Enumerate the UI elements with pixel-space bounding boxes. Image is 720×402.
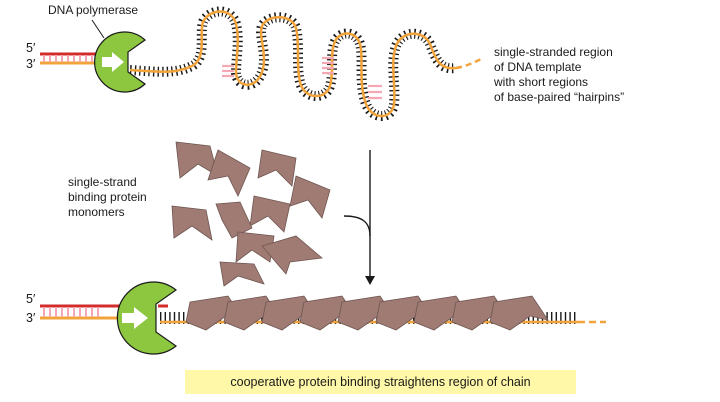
- caption-text: cooperative protein binding straightens …: [230, 375, 531, 389]
- arrow-icon: [122, 307, 148, 329]
- polymerase-label: DNA polymerase: [48, 3, 138, 17]
- monomers-line-2: binding protein: [68, 190, 147, 204]
- polymerase-top: [94, 31, 146, 93]
- protein-monomer: [175, 141, 219, 179]
- protein-monomers: [171, 141, 331, 287]
- middle-panel: single-strand binding protein monomers: [68, 141, 375, 287]
- monomers-line-1: single-strand: [68, 175, 137, 189]
- bound-protein: [489, 295, 549, 331]
- ss-region-line-2: of DNA template: [494, 60, 582, 74]
- top-panel: DNA polymerase 5′ 3′ single-stranded reg…: [26, 3, 624, 121]
- arrow-icon: [102, 52, 124, 72]
- protein-monomer: [171, 205, 213, 241]
- caption-bar: cooperative protein binding straightens …: [185, 370, 576, 394]
- protein-monomer: [249, 195, 291, 233]
- polymerase-pointer: [91, 19, 105, 39]
- protein-monomer: [235, 231, 275, 263]
- monomers-label: single-strand binding protein monomers: [68, 175, 147, 219]
- ss-region-line-1: single-stranded region: [494, 45, 613, 59]
- top-ss-strand: [129, 6, 485, 121]
- ss-region-line-4: of base-paired “hairpins”: [494, 90, 624, 104]
- monomers-line-3: monomers: [68, 205, 125, 219]
- bottom-duplex: [40, 304, 126, 320]
- protein-monomer: [257, 149, 297, 187]
- five-prime-label-top: 5′: [26, 41, 36, 55]
- five-prime-label-bottom: 5′: [26, 292, 36, 306]
- bottom-panel: 5′ 3′: [26, 281, 606, 355]
- protein-monomer: [261, 235, 323, 275]
- protein-monomer: [207, 149, 251, 197]
- arrow-down-icon: [365, 276, 375, 285]
- protein-monomer: [289, 175, 331, 219]
- process-arrow: [343, 150, 375, 285]
- polymerase-bottom: [116, 281, 177, 355]
- three-prime-label-bottom: 3′: [26, 311, 36, 325]
- ss-region-label: single-stranded region of DNA template w…: [493, 45, 624, 104]
- bound-protein-chain: [185, 295, 549, 331]
- three-prime-label-top: 3′: [26, 57, 36, 71]
- ss-region-line-3: with short regions: [493, 75, 588, 89]
- protein-monomer: [219, 261, 265, 287]
